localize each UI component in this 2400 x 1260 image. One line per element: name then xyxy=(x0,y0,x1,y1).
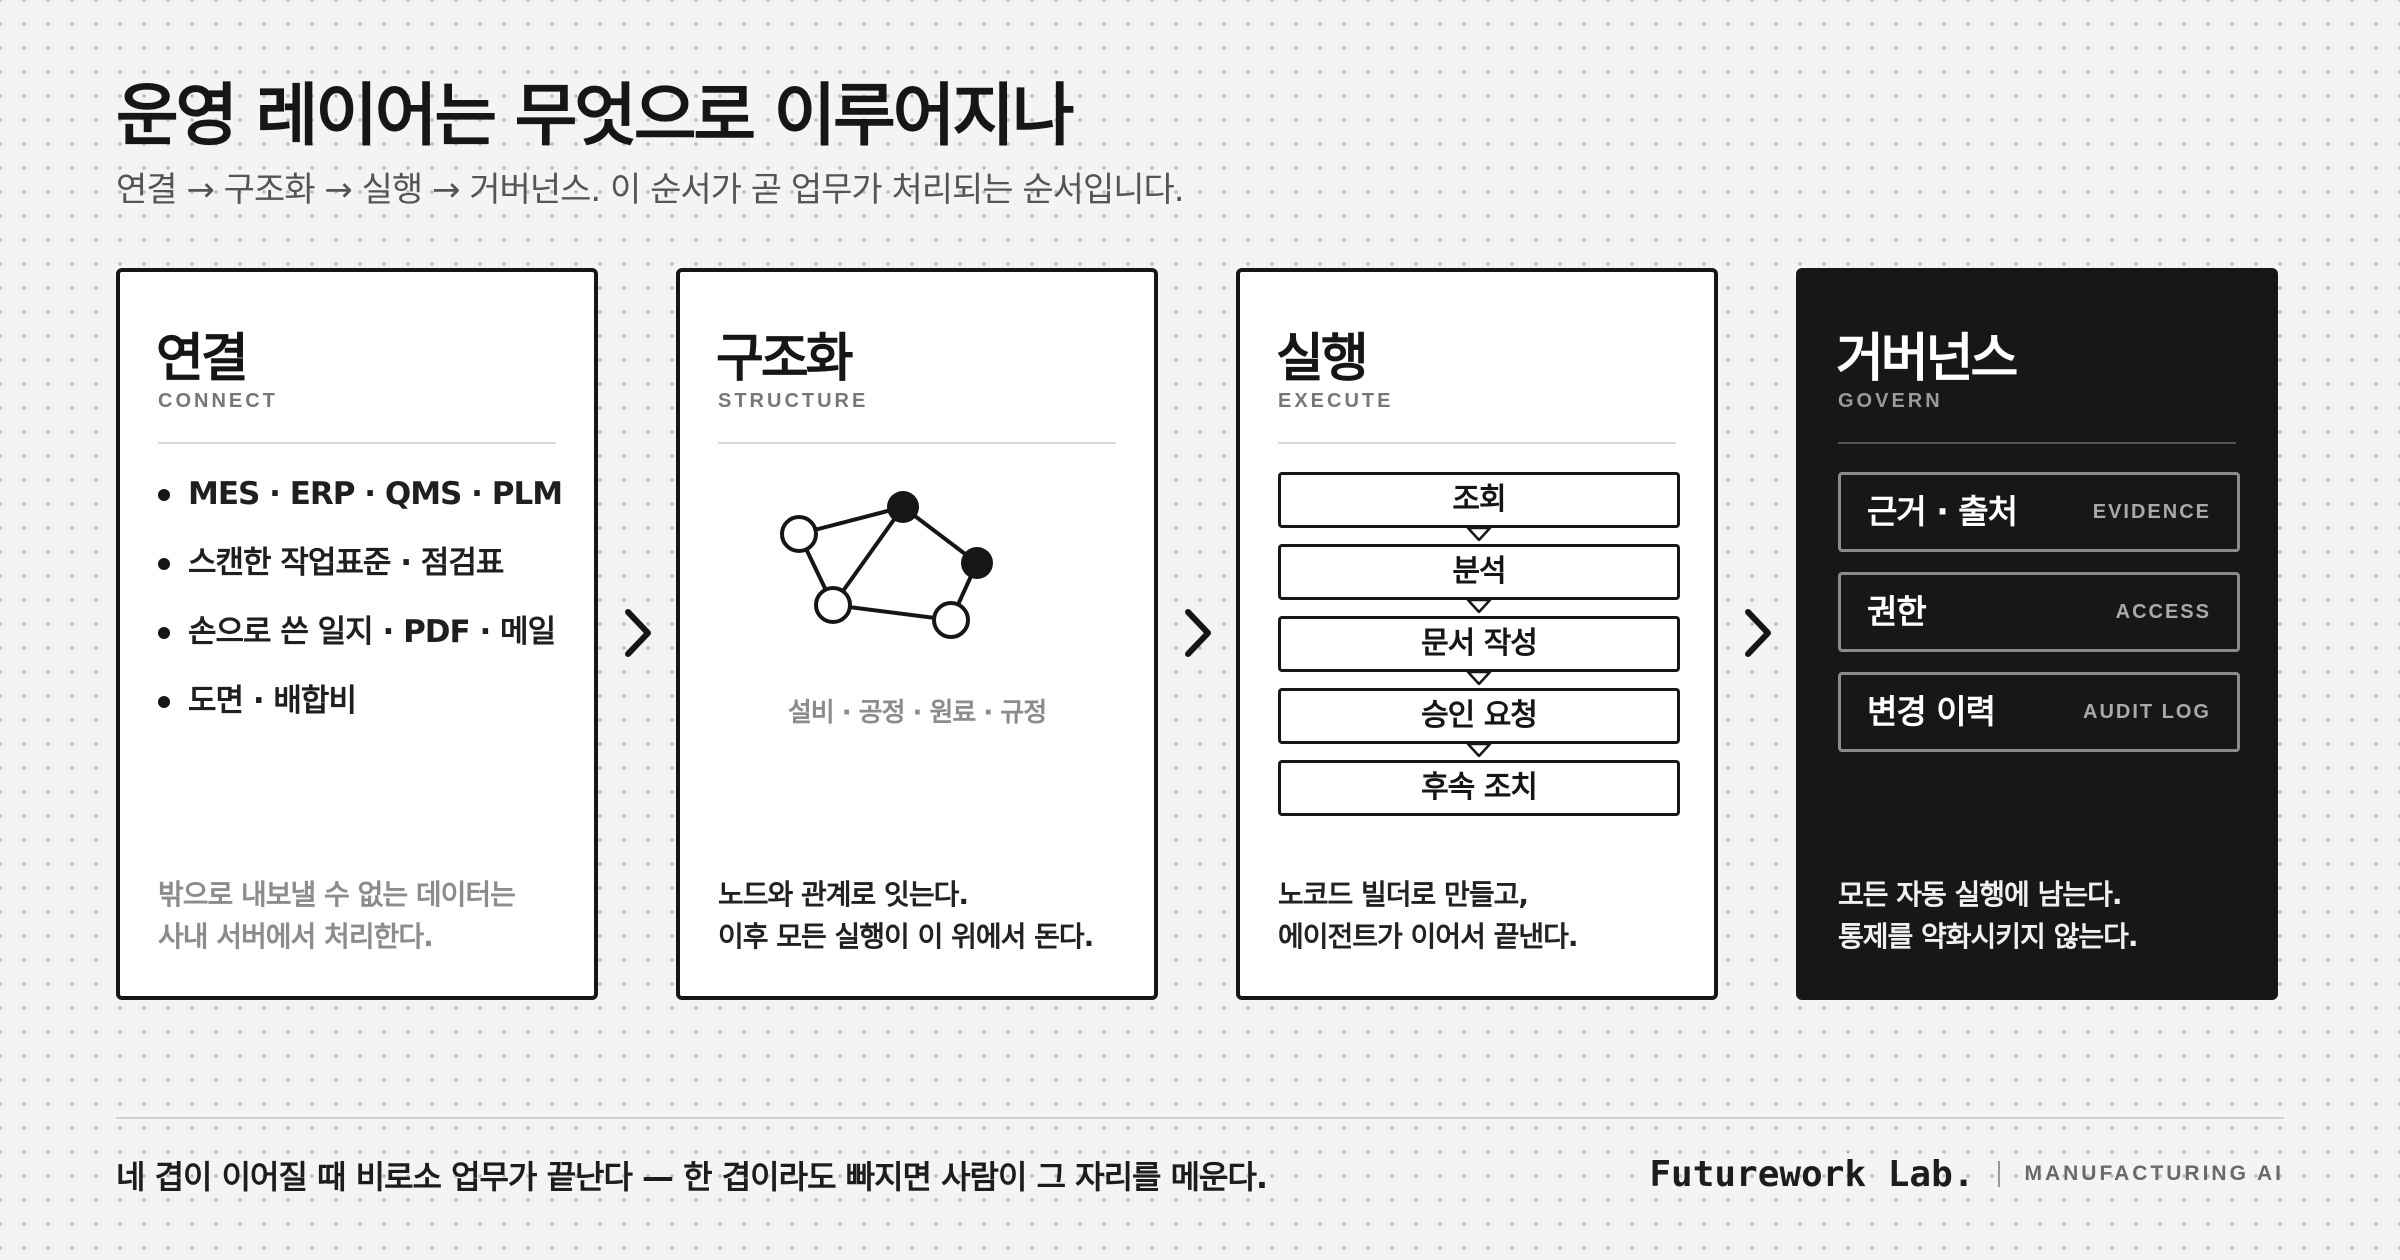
chevron-right-icon xyxy=(625,609,651,657)
card-divider xyxy=(158,442,556,444)
source-list: MES · ERP · QMS · PLM 스캔한 작업표준 · 점검표 손으로… xyxy=(158,472,563,748)
governance-item-tag: AUDIT LOG xyxy=(2083,701,2211,723)
card-subtitle: STRUCTURE xyxy=(718,390,869,412)
card-title: 실행 xyxy=(1276,329,1369,389)
graph-node xyxy=(780,515,818,553)
governance-item-access: 권한 ACCESS xyxy=(1838,572,2240,652)
arrow-down-icon xyxy=(1466,743,1492,757)
governance-item-tag: ACCESS xyxy=(2115,601,2211,623)
graph-caption: 설비 · 공정 · 원료 · 규정 xyxy=(787,698,1047,728)
graph-node xyxy=(814,586,852,624)
workflow-step: 문서 작성 xyxy=(1278,616,1680,685)
card-structure: 구조화 STRUCTURE 설비 · 공정 · 원료 · 규정 노드와 관계로 … xyxy=(676,268,1158,1000)
arrow-down-icon xyxy=(1466,599,1492,613)
governance-item-audit-log: 변경 이력 AUDIT LOG xyxy=(1838,672,2240,752)
workflow-step-label: 승인 요청 xyxy=(1421,698,1538,733)
brand-tagline: MANUFACTURING AI xyxy=(2024,1162,2284,1185)
card-title: 거버넌스 xyxy=(1836,329,2018,389)
workflow-steps: 조회 분석 문서 작성 승인 요청 후속 조치 xyxy=(1278,472,1680,832)
workflow-step-label: 문서 작성 xyxy=(1421,626,1538,661)
card-footer-line: 밖으로 내보낼 수 없는 데이터는 xyxy=(158,878,516,911)
workflow-step-label: 후속 조치 xyxy=(1421,770,1538,805)
card-subtitle: GOVERN xyxy=(1838,390,1943,412)
card-footer: 노코드 빌더로 만들고, 에이전트가 이어서 끝낸다. xyxy=(1278,874,1578,958)
graph-node xyxy=(887,491,919,523)
workflow-step: 분석 xyxy=(1278,544,1680,613)
card-footer-line: 모든 자동 실행에 남는다. xyxy=(1838,878,2122,911)
card-footer: 밖으로 내보낼 수 없는 데이터는 사내 서버에서 처리한다. xyxy=(158,874,516,958)
card-footer: 모든 자동 실행에 남는다. 통제를 약화시키지 않는다. xyxy=(1838,874,2138,958)
list-item: 손으로 쓴 일지 · PDF · 메일 xyxy=(158,610,562,679)
governance-item-label: 권한 xyxy=(1867,592,1927,631)
footer-divider xyxy=(116,1117,2284,1119)
governance-item-evidence: 근거 · 출처 EVIDENCE xyxy=(1838,472,2240,552)
list-item: MES · ERP · QMS · PLM xyxy=(158,472,563,541)
list-item: 도면 · 배합비 xyxy=(158,679,562,748)
card-footer-line: 노드와 관계로 잇는다. xyxy=(718,878,969,911)
workflow-step: 조회 xyxy=(1278,472,1680,541)
card-divider xyxy=(1838,442,2236,444)
workflow-step-label: 조회 xyxy=(1452,482,1506,517)
workflow-step-label: 분석 xyxy=(1452,554,1506,589)
card-footer-line: 사내 서버에서 처리한다. xyxy=(158,920,434,953)
card-footer-line: 에이전트가 이어서 끝낸다. xyxy=(1278,920,1578,953)
governance-item-label: 근거 · 출처 xyxy=(1867,492,2018,531)
chevron-right-icon xyxy=(1185,609,1211,657)
card-footer-line: 통제를 약화시키지 않는다. xyxy=(1838,920,2138,953)
footer-text: 네 겹이 이어질 때 비로소 업무가 끝난다 — 한 겹이라도 빠지면 사람이 … xyxy=(116,1158,1268,1196)
chevron-right-icon xyxy=(1745,609,1771,657)
card-divider xyxy=(1278,442,1676,444)
page-subtitle: 연결 → 구조화 → 실행 → 거버넌스. 이 순서가 곧 업무가 처리되는 순… xyxy=(116,170,1185,210)
graph-node xyxy=(932,601,970,639)
card-title: 연결 xyxy=(156,329,249,389)
card-subtitle: EXECUTE xyxy=(1278,390,1394,412)
brand: Futurework Lab. MANUFACTURING AI xyxy=(1649,1152,2284,1196)
card-footer-line: 이후 모든 실행이 이 위에서 돈다. xyxy=(718,920,1094,953)
workflow-step: 후속 조치 xyxy=(1278,760,1680,816)
card-divider xyxy=(718,442,1116,444)
card-footer-line: 노코드 빌더로 만들고, xyxy=(1278,878,1529,911)
graph-node xyxy=(961,547,993,579)
list-item: 스캔한 작업표준 · 점검표 xyxy=(158,541,562,610)
card-execute: 실행 EXECUTE 조회 분석 문서 작성 승인 요청 후속 조치 노코드 빌… xyxy=(1236,268,1718,1000)
page-title: 운영 레이어는 무엇으로 이루어지나 xyxy=(116,77,1074,156)
card-govern: 거버넌스 GOVERN 근거 · 출처 EVIDENCE 권한 ACCESS 변… xyxy=(1796,268,2278,1000)
card-title: 구조화 xyxy=(716,329,854,389)
brand-logo: Futurework Lab. xyxy=(1649,1153,1975,1195)
governance-item-label: 변경 이력 xyxy=(1867,692,1996,731)
arrow-down-icon xyxy=(1466,671,1492,685)
workflow-step: 승인 요청 xyxy=(1278,688,1680,757)
card-subtitle: CONNECT xyxy=(158,390,278,412)
knowledge-graph-icon xyxy=(780,491,993,639)
governance-item-tag: EVIDENCE xyxy=(2092,501,2211,523)
brand-separator xyxy=(1998,1161,2001,1187)
card-connect: 연결 CONNECT MES · ERP · QMS · PLM 스캔한 작업표… xyxy=(116,268,598,1000)
arrow-down-icon xyxy=(1466,527,1492,541)
card-footer: 노드와 관계로 잇는다. 이후 모든 실행이 이 위에서 돈다. xyxy=(718,874,1094,958)
